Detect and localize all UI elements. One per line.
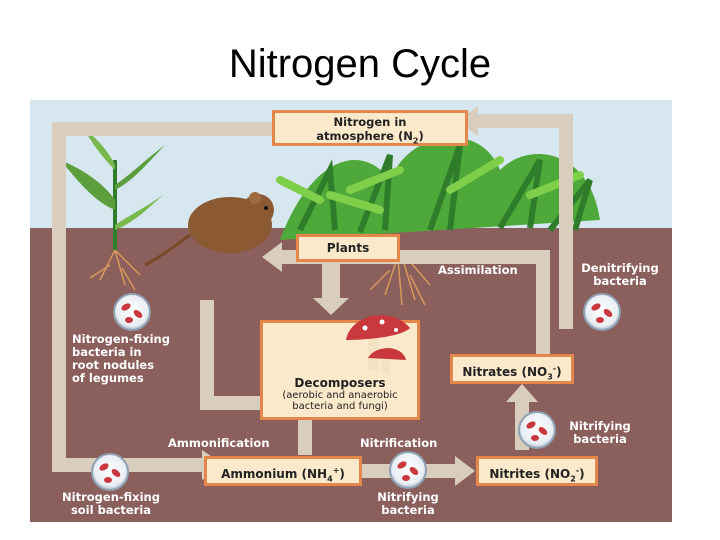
ammonium-subscript: 4 (327, 474, 333, 483)
atmosphere-label-line2: atmosphere (N2) (275, 129, 465, 148)
atmosphere-close: ) (418, 129, 423, 143)
denitrifying-line2: bacteria (570, 275, 670, 288)
bacteria-legume-icon (114, 294, 150, 330)
slide-title: Nitrogen Cycle (0, 42, 720, 87)
ammonification-arrow (298, 420, 312, 455)
atmosphere-label-line1: Nitrogen in (275, 115, 465, 129)
bacteria-denitrifying-icon (584, 294, 620, 330)
legumes-line4: of legumes (72, 372, 170, 385)
nitrification-label: Nitrification (360, 437, 437, 450)
decomposers-box: Decomposers (aerobic and anaerobic bacte… (260, 320, 420, 420)
ammonium-text: Ammonium (NH (221, 467, 327, 481)
bacteria-nitrifying-bottom-icon (390, 452, 426, 488)
ammonium-box: Ammonium (NH4+) (204, 456, 362, 486)
plants-to-decomposers-arrow (322, 260, 340, 300)
ammonium-close: ) (339, 467, 344, 481)
soil-line2: soil bacteria (42, 504, 180, 517)
assimilation-vertical-arrow (536, 250, 550, 360)
atmosphere-box: Nitrogen in atmosphere (N2) (272, 110, 468, 146)
denitrifying-label: Denitrifying bacteria (570, 262, 670, 288)
nitrates-text: Nitrates (NO (462, 365, 547, 379)
nitrifying-bacteria-bottom-label: Nitrifying bacteria (364, 491, 452, 517)
nitrates-box: Nitrates (NO3-) (450, 354, 574, 384)
atmosphere-text: atmosphere (N (316, 129, 413, 143)
decomposers-subtitle-2: bacteria and fungi) (263, 401, 417, 412)
nitrifying-bottom-line2: bacteria (364, 504, 452, 517)
animal-down-arrow (200, 300, 214, 410)
nitrifying-right-line2: bacteria (560, 433, 640, 446)
nitrites-close: ) (579, 467, 584, 481)
nitrites-box: Nitrites (NO2-) (476, 456, 598, 486)
nitrogen-fixing-legumes-label: Nitrogen-fixing bacteria in root nodules… (72, 333, 170, 385)
left-vertical-arrow (52, 122, 66, 472)
nitrogen-cycle-diagram: Decomposers (aerobic and anaerobic bacte… (30, 100, 672, 522)
nitrites-text: Nitrites (NO (489, 467, 570, 481)
plants-label: Plants (327, 241, 369, 255)
nitrogen-fixing-soil-label: Nitrogen-fixing soil bacteria (42, 491, 180, 517)
assimilation-label: Assimilation (438, 264, 518, 277)
bacteria-soil-icon (92, 454, 128, 490)
bacteria-nitrifying-right-icon (519, 412, 555, 448)
top-right-arrow (475, 114, 573, 128)
nitrates-close: ) (556, 365, 561, 379)
decomposers-subtitle-1: (aerobic and anaerobic (263, 390, 417, 401)
right-vertical-arrow (559, 114, 573, 329)
nitrates-subscript: 3 (547, 372, 553, 381)
ammonification-label: Ammonification (168, 437, 270, 450)
animal-to-decomposers-arrow (200, 396, 262, 410)
top-left-arrow (52, 122, 277, 136)
nitrifying-bacteria-right-label: Nitrifying bacteria (560, 420, 640, 446)
nitrites-subscript: 2 (570, 474, 576, 483)
decomposers-title: Decomposers (263, 377, 417, 390)
plants-box: Plants (296, 234, 400, 262)
